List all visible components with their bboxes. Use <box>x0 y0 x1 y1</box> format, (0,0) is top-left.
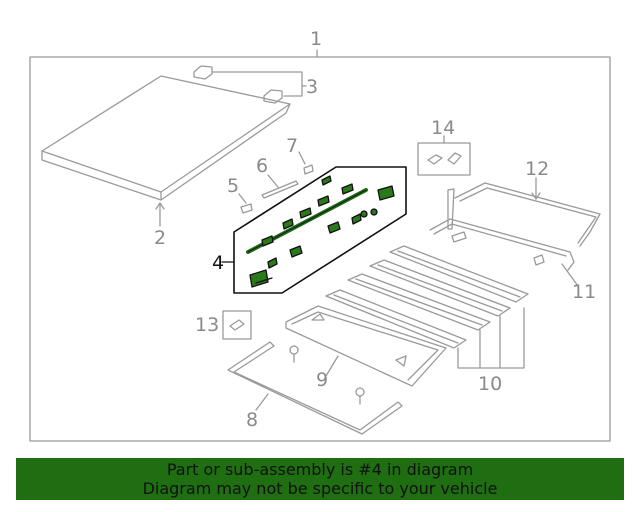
part-8-seal <box>227 341 403 435</box>
callout-5: 5 <box>227 175 239 197</box>
part-3-clips <box>193 65 307 104</box>
part-14-clips <box>417 135 471 176</box>
part-11-rail <box>429 218 579 287</box>
callout-12: 12 <box>525 158 549 180</box>
part-12-frame <box>447 177 601 247</box>
part-13-clip <box>222 310 252 340</box>
part-6-strip <box>261 174 299 199</box>
callout-10: 10 <box>478 373 502 395</box>
callout-2: 2 <box>154 227 166 249</box>
parts-diagram: 1 2 3 4 5 6 7 8 9 10 11 12 13 14 <box>29 28 611 442</box>
part-5-pad <box>238 193 253 214</box>
callout-13: 13 <box>195 314 219 336</box>
banner-line-1: Part or sub-assembly is #4 in diagram <box>166 460 474 479</box>
callout-9: 9 <box>316 369 328 391</box>
callout-3: 3 <box>306 76 318 98</box>
part-10-slats <box>325 245 529 369</box>
part-9-frame <box>285 305 447 405</box>
callout-1: 1 <box>310 28 322 50</box>
callout-8: 8 <box>246 409 258 431</box>
callout-4: 4 <box>212 252 224 274</box>
callout-11: 11 <box>572 281 596 303</box>
assembly-frame <box>29 56 611 442</box>
callout-6: 6 <box>256 155 268 177</box>
banner-line-2: Diagram may not be specific to your vehi… <box>142 479 498 498</box>
callout-7: 7 <box>286 135 298 157</box>
part-4-kit <box>221 166 407 294</box>
part-2-roof-panel <box>41 75 291 227</box>
callout-14: 14 <box>431 117 455 139</box>
part-7-pad <box>298 151 314 175</box>
info-banner: Part or sub-assembly is #4 in diagram Di… <box>16 458 624 500</box>
